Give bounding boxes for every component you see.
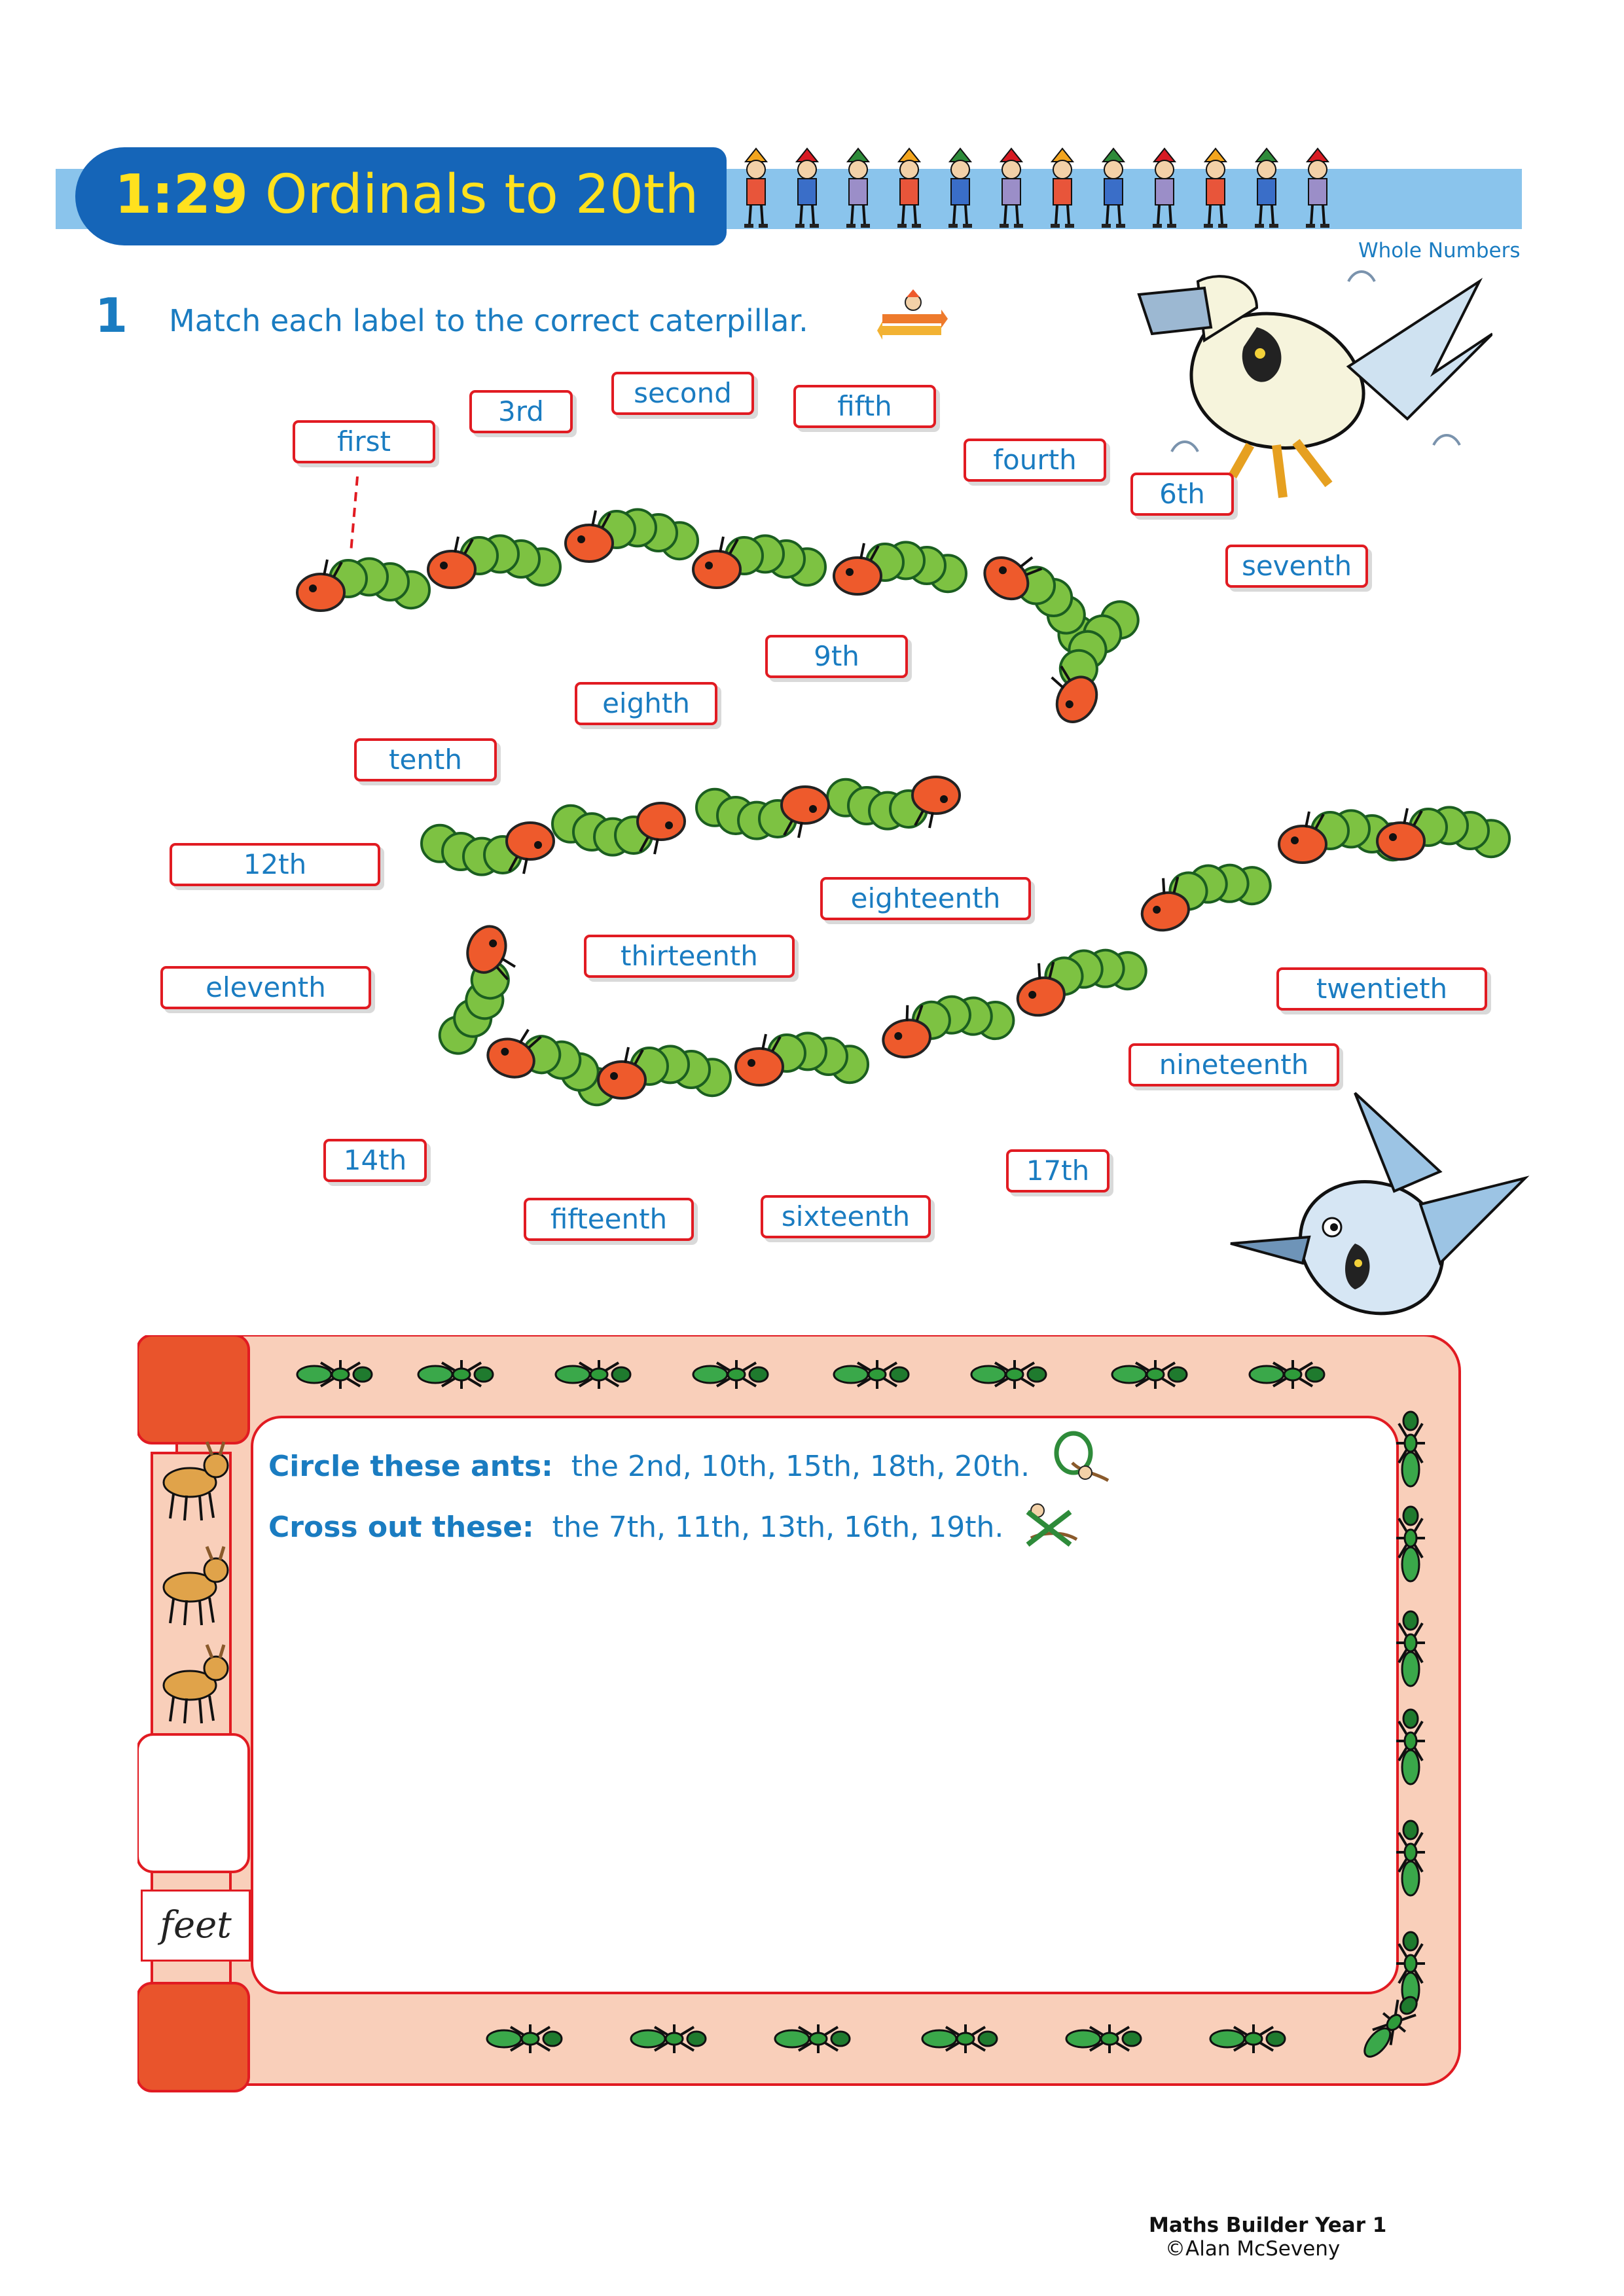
circle-icon — [1054, 1431, 1110, 1482]
caterpillar-17 — [1016, 948, 1147, 1017]
elf-icon — [1152, 147, 1177, 228]
ant-icon — [774, 2024, 851, 2053]
elf-icon — [846, 147, 871, 228]
goat-icon — [162, 1644, 229, 1724]
ant-icon — [1209, 2024, 1286, 2053]
lesson-number: 1:29 — [115, 164, 248, 226]
ant-icon — [417, 1360, 494, 1389]
ants-border — [296, 1360, 1425, 2058]
elf-icon — [999, 147, 1024, 228]
label-fourth[interactable]: fourth — [964, 439, 1106, 482]
ant-icon — [1396, 1410, 1425, 1488]
caterpillar-15 — [734, 1031, 869, 1086]
label-fifteenth[interactable]: fifteenth — [524, 1198, 694, 1241]
caterpillar-13 — [486, 1028, 617, 1107]
caterpillar-3 — [564, 508, 699, 563]
caterpillar-9 — [695, 785, 830, 840]
cross-icon — [1026, 1503, 1078, 1547]
circle-lead: Circle these ants: — [268, 1450, 553, 1483]
ant-icon — [1396, 1505, 1425, 1583]
label-nineteenth[interactable]: nineteenth — [1128, 1043, 1339, 1086]
elves-illustration — [744, 147, 1330, 228]
label-6th[interactable]: 6th — [1130, 473, 1234, 516]
label-14th[interactable]: 14th — [323, 1139, 427, 1182]
label-thirteenth[interactable]: thirteenth — [584, 935, 795, 978]
caterpillar-18 — [1140, 863, 1272, 932]
elf-icon — [1050, 147, 1075, 228]
caterpillar-8 — [826, 776, 961, 831]
caterpillar-2 — [427, 534, 562, 589]
bird-illustration — [1230, 1092, 1530, 1316]
cross-lead: Cross out these: — [268, 1511, 534, 1544]
ant-icon — [1363, 1996, 1418, 2058]
copyright: ©Alan McSeveny — [1165, 2237, 1341, 2261]
elf-icon — [897, 147, 922, 228]
book-title: Maths Builder Year 1 — [1149, 2214, 1387, 2237]
ant-icon — [692, 1360, 769, 1389]
ant-panel — [137, 1335, 1461, 2092]
ant-icon — [1396, 1708, 1425, 1785]
ant-icon — [1396, 1610, 1425, 1687]
ant-icon — [1396, 1820, 1425, 1897]
caterpillar-16 — [882, 995, 1015, 1059]
caterpillar-20 — [1376, 806, 1511, 861]
caterpillar-10 — [551, 802, 686, 857]
example-dashed-line — [350, 476, 359, 553]
caterpillar-5 — [833, 541, 967, 596]
label-first[interactable]: first — [293, 420, 435, 463]
ant-icon — [1111, 1360, 1188, 1389]
caterpillar-14 — [597, 1045, 732, 1100]
label-9th[interactable]: 9th — [765, 635, 908, 678]
header-pill — [75, 147, 727, 245]
label-second[interactable]: second — [611, 372, 754, 415]
elf-icon — [1203, 147, 1228, 228]
label-3rd[interactable]: 3rd — [469, 390, 573, 433]
label-eighth[interactable]: eighth — [575, 682, 717, 725]
ant-icon — [921, 2024, 998, 2053]
match-icon — [877, 289, 948, 340]
question-number: 1 — [95, 288, 128, 343]
label-17th[interactable]: 17th — [1006, 1149, 1110, 1193]
ant-icon — [296, 1360, 373, 1389]
seagull-illustration — [1137, 270, 1492, 498]
question-instruction: Match each label to the correct caterpil… — [169, 303, 808, 338]
cross-items: the 7th, 11th, 13th, 16th, 19th. — [552, 1511, 1004, 1544]
elf-icon — [1101, 147, 1126, 228]
label-twentieth[interactable]: twentieth — [1276, 967, 1487, 1011]
caterpillar-7 — [1051, 600, 1140, 723]
ant-icon — [486, 2024, 563, 2053]
ant-icon — [630, 2024, 707, 2053]
caterpillar-4 — [692, 534, 827, 589]
label-12th[interactable]: 12th — [170, 843, 380, 886]
label-eleventh[interactable]: eleventh — [160, 966, 371, 1009]
elf-icon — [795, 147, 820, 228]
elf-icon — [744, 147, 768, 228]
caterpillar-12 — [438, 925, 516, 1055]
page-title: Ordinals to 20th — [265, 164, 699, 226]
caterpillar-1 — [296, 557, 431, 612]
ant-icon — [554, 1360, 632, 1389]
elf-icon — [1254, 147, 1279, 228]
label-sixteenth[interactable]: sixteenth — [761, 1195, 931, 1238]
cross-instruction: Cross out these: the 7th, 11th, 13th, 16… — [268, 1511, 1003, 1544]
circle-instruction: Circle these ants: the 2nd, 10th, 15th, … — [268, 1450, 1030, 1483]
goat-icon — [162, 1546, 229, 1626]
circle-items: the 2nd, 10th, 15th, 18th, 20th. — [571, 1450, 1030, 1483]
caterpillar-path — [296, 508, 1511, 1107]
label-tenth[interactable]: tenth — [354, 738, 497, 781]
label-fifth[interactable]: fifth — [793, 385, 936, 428]
elf-icon — [948, 147, 973, 228]
ant-icon — [1248, 1360, 1326, 1389]
feet-label: feet — [141, 1890, 251, 1962]
ant-icon — [1065, 2024, 1142, 2053]
label-eighteenth[interactable]: eighteenth — [820, 877, 1031, 920]
goat-icon — [162, 1441, 229, 1521]
goats-illustration — [162, 1441, 229, 1724]
ant-icon — [833, 1360, 910, 1389]
label-seventh[interactable]: seventh — [1225, 545, 1368, 588]
subject-label: Whole Numbers — [1358, 239, 1521, 262]
elf-icon — [1305, 147, 1330, 228]
caterpillar-11 — [420, 821, 555, 876]
ant-icon — [970, 1360, 1047, 1389]
